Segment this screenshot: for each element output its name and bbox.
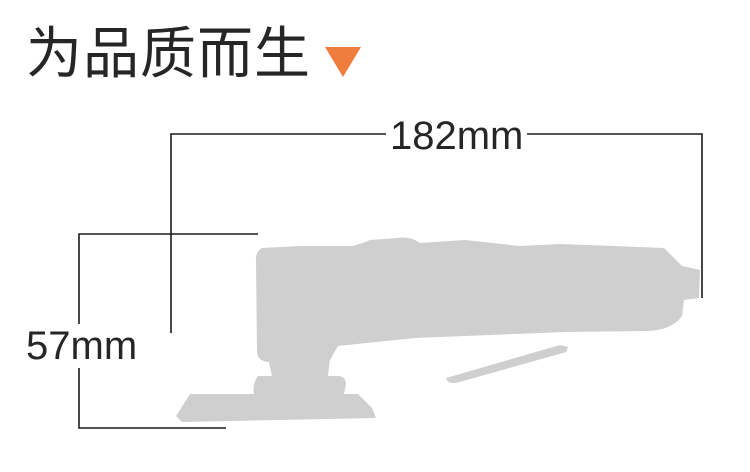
sander-neck (268, 358, 330, 376)
width-dimension-label: 182mm (386, 116, 528, 156)
height-dimension-label: 57mm (26, 324, 138, 368)
heading-title: 为品质而生 (26, 22, 311, 87)
triangle-down-icon (325, 47, 361, 77)
sander-collar (253, 376, 346, 394)
sander-silhouette (176, 237, 700, 422)
page-heading: 为品质而生 (26, 20, 361, 90)
sander-body (255, 237, 700, 362)
sander-pad (176, 394, 376, 422)
throttle-lever (446, 345, 568, 384)
